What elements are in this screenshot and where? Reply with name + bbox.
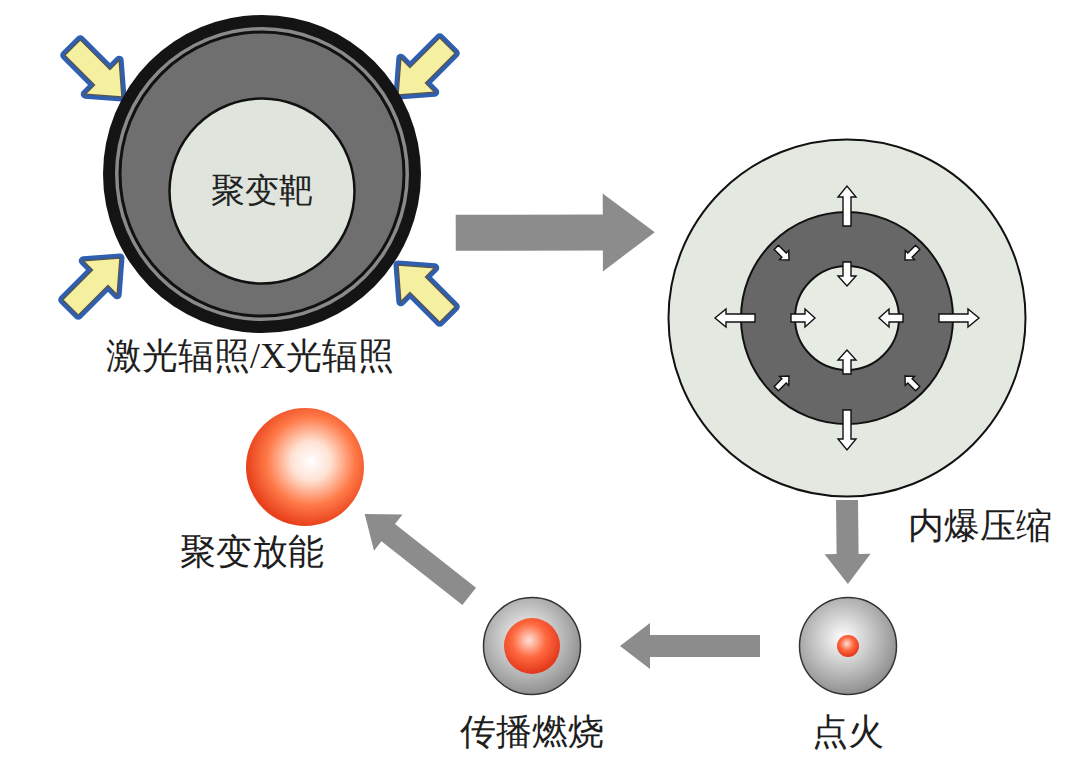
- stage-label: 聚变放能: [180, 531, 324, 574]
- implode-outline: [667, 138, 1027, 498]
- core-circle: 聚变靶: [168, 97, 356, 285]
- process-arrow: [825, 500, 871, 584]
- ignite-outline: [798, 596, 898, 696]
- release-outline: [245, 407, 365, 527]
- implode-circle: 内爆压缩: [667, 138, 1027, 498]
- release-circle: 聚变放能: [245, 407, 365, 527]
- burn-outline: [482, 596, 582, 696]
- process-arrow: [456, 193, 655, 271]
- stage-label: 点火: [812, 711, 884, 754]
- ignite-circle: 点火: [798, 596, 898, 696]
- process-arrow: [620, 623, 760, 669]
- stage-label: 激光辐照/X光辐照: [106, 335, 394, 378]
- target-circle: 激光辐照/X光辐照聚变靶: [102, 14, 422, 334]
- burn-circle: 传播燃烧: [482, 596, 582, 696]
- stage-label: 传播燃烧: [460, 711, 604, 754]
- stage-label: 内爆压缩: [908, 505, 1052, 548]
- process-arrow: [365, 514, 476, 605]
- node-text: 聚变靶: [211, 171, 313, 212]
